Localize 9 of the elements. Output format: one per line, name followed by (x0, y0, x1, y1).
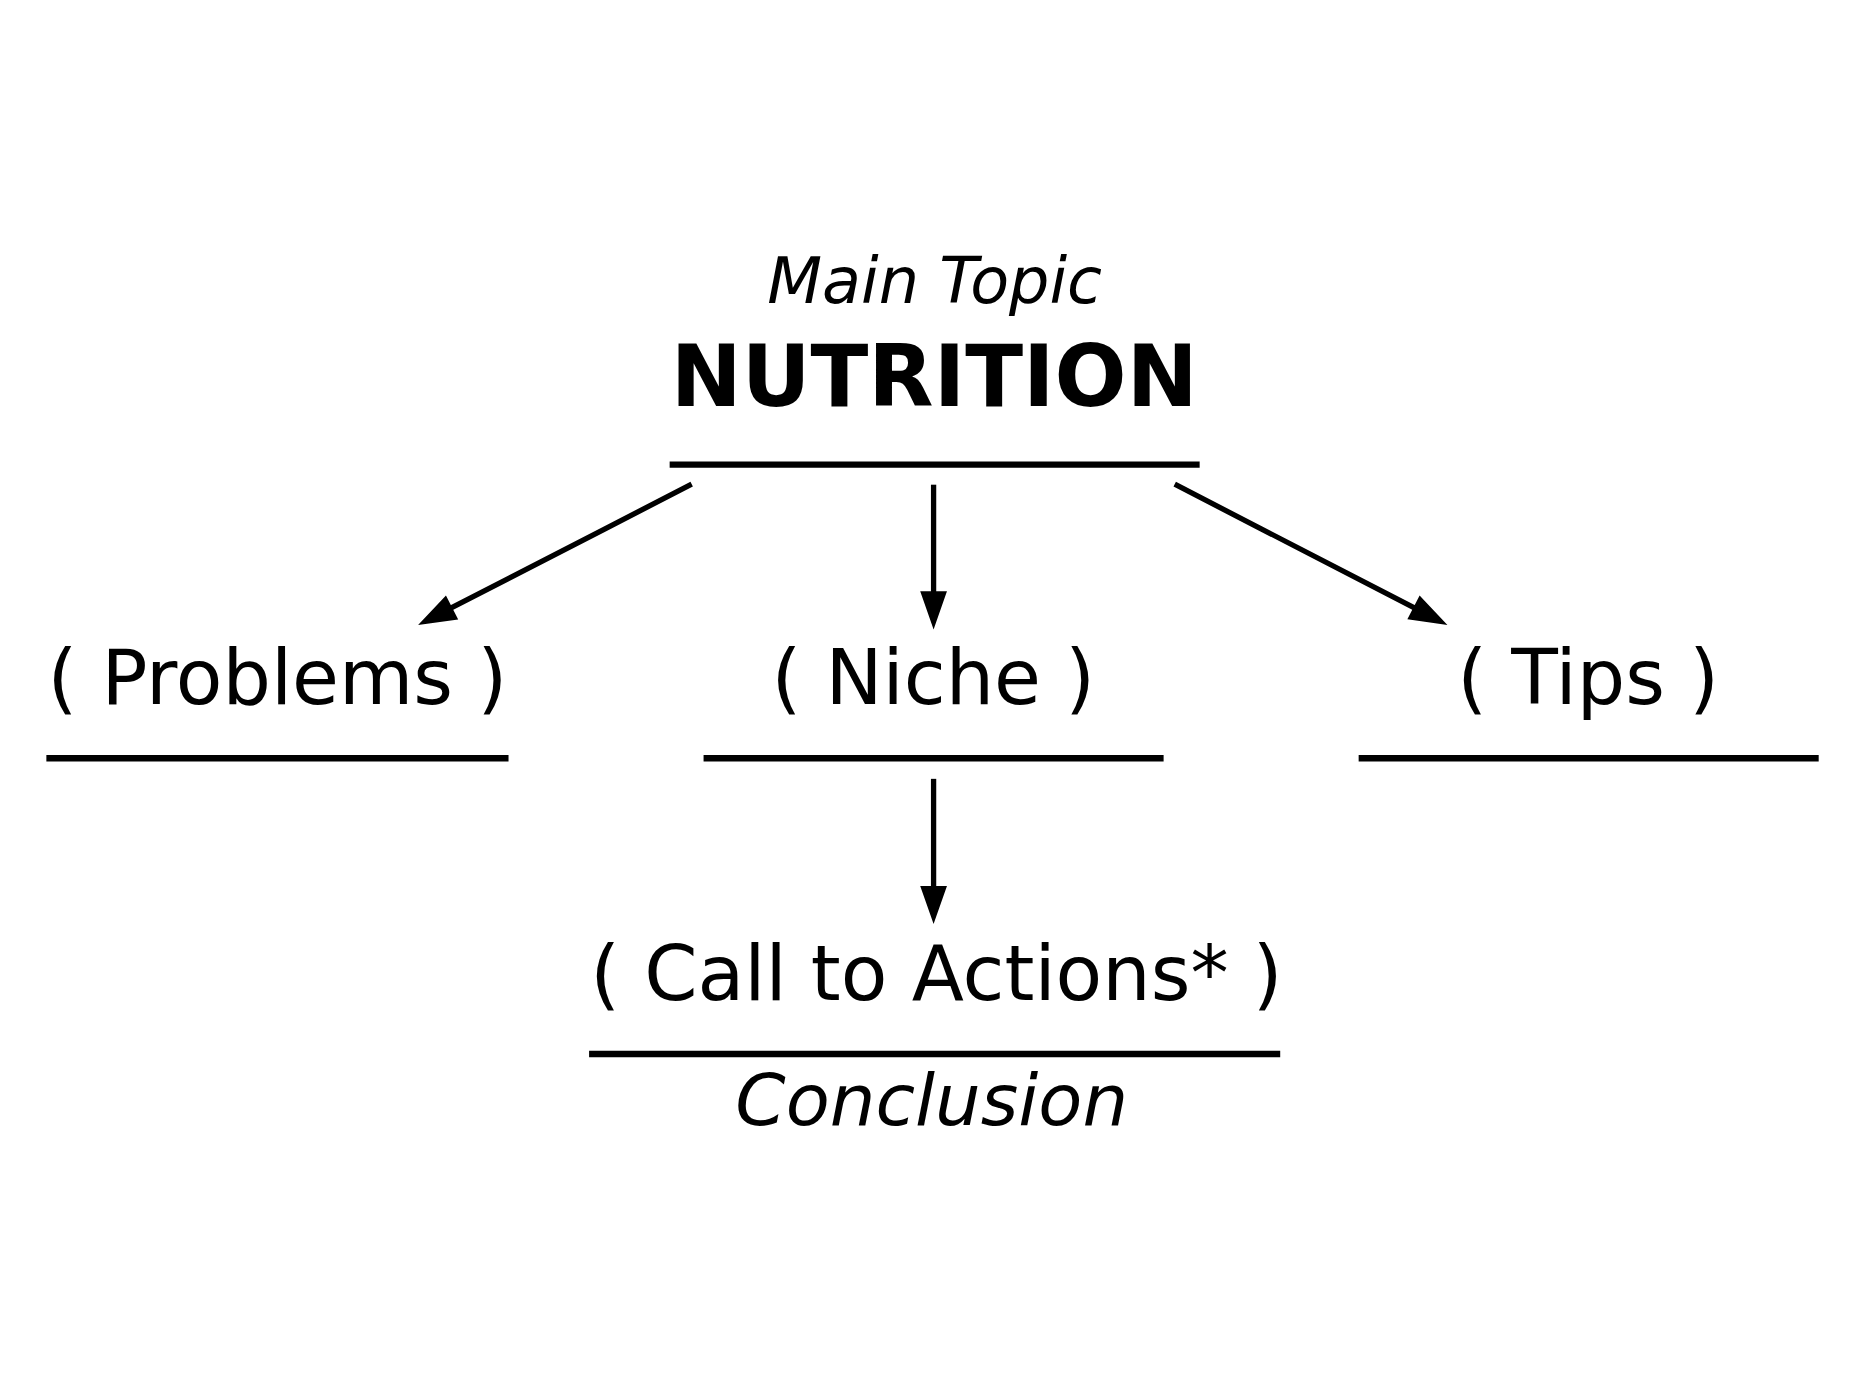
arrow (920, 778, 947, 924)
node-text: ( Call to Actions* ) Conclusion (590, 928, 1283, 1142)
arrow (418, 481, 693, 625)
arrow (920, 484, 947, 630)
node-text: Main Topic NUTRITION (670, 243, 1198, 426)
node-text: ( Tips ) (1457, 632, 1719, 722)
node-text: ( Problems ) (47, 632, 508, 722)
node-text: ( Niche ) (771, 632, 1095, 722)
arrow (1173, 481, 1448, 625)
